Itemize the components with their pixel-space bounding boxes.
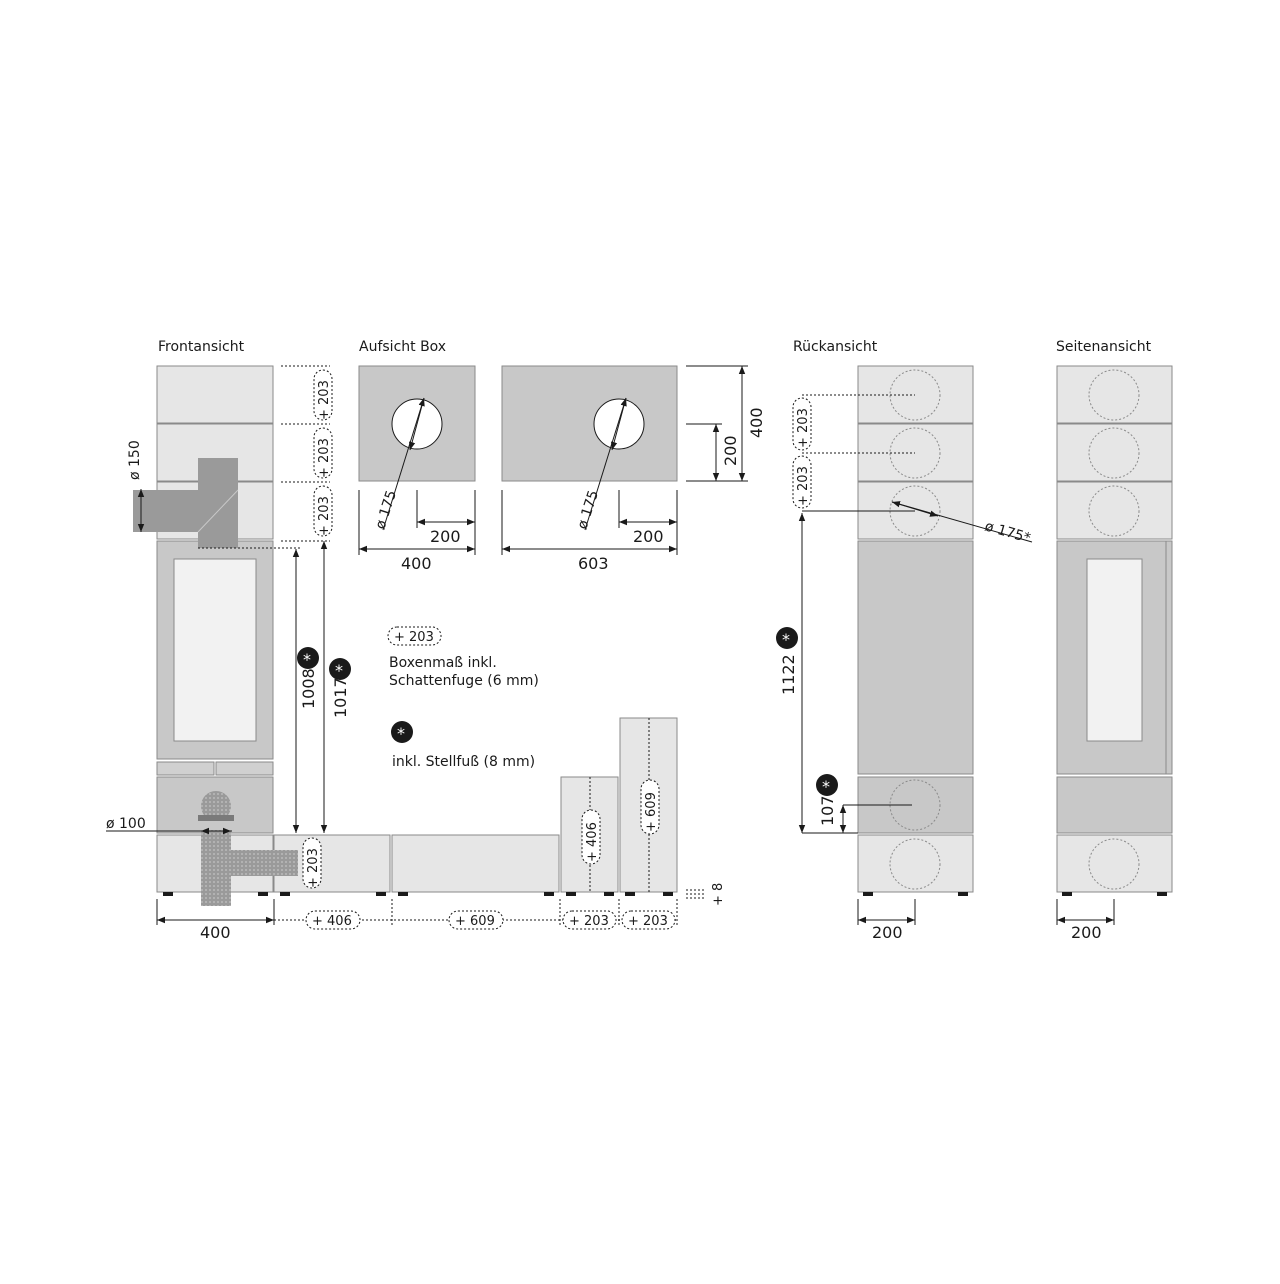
side-box-1	[1056, 365, 1173, 424]
back-view	[857, 365, 974, 893]
dim-back-200: 200	[872, 923, 903, 942]
legend-box-line2: Schattenfuge (6 mm)	[389, 673, 539, 689]
dim-p203-bench: + 203	[306, 848, 321, 888]
front-stack-dims: + 203 + 203 + 203	[281, 365, 333, 542]
title-side-view: Seitenansicht	[1056, 339, 1152, 355]
side-box-3	[1056, 481, 1173, 540]
back-stove-body	[857, 540, 974, 775]
dim-p203-2: + 203	[317, 438, 332, 478]
back-feet	[863, 892, 968, 896]
dim-p203-3: + 203	[317, 496, 332, 536]
dim-top-h400: 400	[747, 407, 766, 438]
dim-d150: ø 150	[127, 440, 143, 480]
front-box-1	[156, 365, 274, 424]
back-hole-outlines	[889, 369, 941, 890]
dim-p203-bottom-2: + 203	[628, 914, 668, 929]
dim-p406-column: + 406	[585, 822, 600, 862]
dim-d175-top-1: ø 175	[373, 488, 401, 531]
air-inlet-circle	[201, 791, 231, 821]
legend: + 203 Boxenmaß inkl. Schattenfuge (6 mm)…	[387, 626, 539, 770]
dim-back-d175s: ø 175*	[983, 518, 1032, 546]
side-feet	[1062, 892, 1167, 896]
side-hole-outlines	[1088, 369, 1140, 890]
dim-top-200-1: 200	[430, 527, 461, 546]
dim-top-h200: 200	[721, 435, 740, 466]
side-base-box	[1056, 776, 1173, 834]
title-front-view: Frontansicht	[158, 339, 245, 355]
front-drawer-right	[215, 761, 274, 776]
front-feet	[163, 892, 673, 896]
star-badge-1122	[776, 627, 798, 649]
dim-top-400: 400	[401, 554, 432, 573]
legend-box-label: + 203	[394, 630, 434, 645]
side-box-2	[1056, 423, 1173, 482]
top-box-400	[358, 365, 476, 482]
title-top-view: Aufsicht Box	[359, 339, 446, 355]
legend-box-sample	[387, 626, 442, 646]
top-view: ø 175 200 400 ø 175 200 603 400 200	[358, 365, 766, 573]
top-box-603	[501, 365, 678, 482]
side-bottom-box	[1056, 834, 1173, 893]
dim-side-200: 200	[1071, 923, 1102, 942]
dim-p609-bottom: + 609	[455, 914, 495, 929]
dim-p203-bottom-1: + 203	[569, 914, 609, 929]
dim-d100: ø 100	[106, 816, 146, 832]
flue-pipe-150	[133, 458, 238, 548]
dim-back-1122: 1122	[779, 654, 798, 695]
dim-back-p203-2: + 203	[796, 466, 811, 506]
legend-box-line1: Boxenmaß inkl.	[389, 655, 497, 671]
air-pipe-100	[201, 830, 298, 906]
dim-back-107: 107	[818, 795, 837, 826]
star-glyph: *	[397, 724, 405, 743]
star-glyph: *	[822, 777, 830, 796]
star-badge-107	[816, 774, 838, 796]
dim-top-603: 603	[578, 554, 609, 573]
dim-front-width-400: 400	[200, 923, 231, 942]
star-glyph: *	[303, 650, 311, 669]
dim-p609-column: + 609	[644, 792, 659, 832]
back-bottom-box	[857, 834, 974, 893]
dim-d175-top-2: ø 175	[575, 488, 603, 531]
title-back-view: Rückansicht	[793, 339, 878, 355]
dim-1017: 1017	[331, 677, 350, 718]
dim-1008: 1008	[299, 668, 318, 709]
legend-star-badge	[391, 721, 413, 743]
dim-p406-bottom: + 406	[312, 914, 352, 929]
dim-p203-1: + 203	[317, 380, 332, 420]
star-badge-1017	[329, 658, 351, 680]
front-drawer-left	[156, 761, 215, 776]
legend-foot-line: inkl. Stellfuß (8 mm)	[392, 754, 535, 770]
bench-box-609	[391, 834, 560, 893]
stove-window	[173, 558, 257, 742]
dim-p8: + 8	[711, 883, 726, 906]
dim-top-200-2: 200	[633, 527, 664, 546]
star-badge-1008	[297, 647, 319, 669]
star-glyph: *	[782, 630, 790, 649]
side-view	[1056, 365, 1173, 893]
dim-back-p203-1: + 203	[796, 408, 811, 448]
star-glyph: *	[335, 661, 343, 680]
side-window	[1086, 558, 1143, 742]
